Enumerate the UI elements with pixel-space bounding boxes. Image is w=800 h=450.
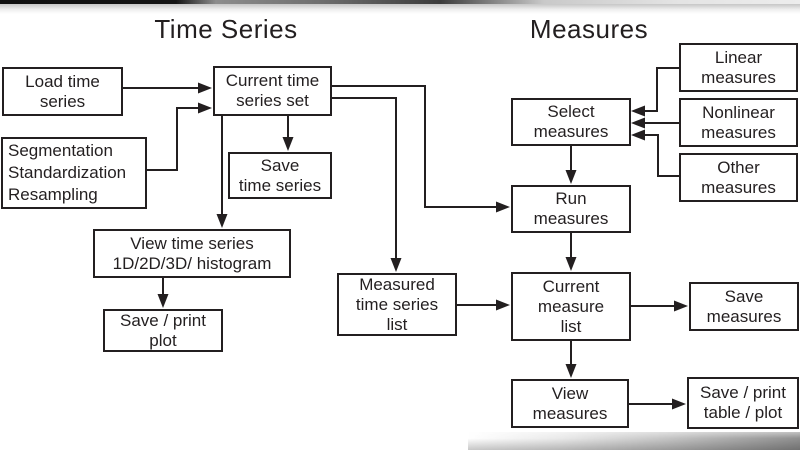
node-save-print-plot: Save / print plot	[103, 309, 223, 352]
node-linear-measures: Linear measures	[679, 43, 798, 92]
node-current-measure-list: Current measure list	[511, 272, 631, 341]
node-view-time-series: View time series 1D/2D/3D/ histogram	[93, 229, 291, 278]
top-frame-edge	[0, 0, 800, 4]
edge-current-to-measured-list	[332, 97, 402, 272]
node-current-time-series-set: Current time series set	[213, 66, 332, 116]
node-other-measures: Other measures	[679, 153, 798, 202]
node-measured-time-series-list: Measured time series list	[337, 273, 457, 336]
section-title-time-series: Time Series	[154, 14, 298, 44]
node-load-time-series: Load time series	[2, 67, 123, 116]
node-save-measures: Save measures	[689, 282, 799, 331]
bottom-frame-gradient	[468, 432, 800, 450]
edge-current-to-run-measures	[332, 85, 510, 213]
section-title-measures: Measures	[529, 14, 649, 44]
node-save-time-series: Save time series	[228, 152, 332, 199]
top-frame-gradient	[0, 4, 800, 14]
edge-linear-to-select	[631, 67, 679, 117]
bottom-frame-gradient-shade	[468, 432, 800, 450]
node-run-measures: Run measures	[511, 185, 631, 233]
edge-other-to-select	[631, 129, 679, 177]
edge-segmentation-to-current	[147, 102, 212, 171]
node-save-print-table-plot: Save / print table / plot	[687, 377, 799, 429]
node-select-measures: Select measures	[511, 98, 631, 146]
node-segmentation-standardization-resampling: Segmentation Standardization Resampling	[1, 137, 147, 209]
node-nonlinear-measures: Nonlinear measures	[679, 98, 798, 147]
node-view-measures: View measures	[511, 379, 629, 428]
